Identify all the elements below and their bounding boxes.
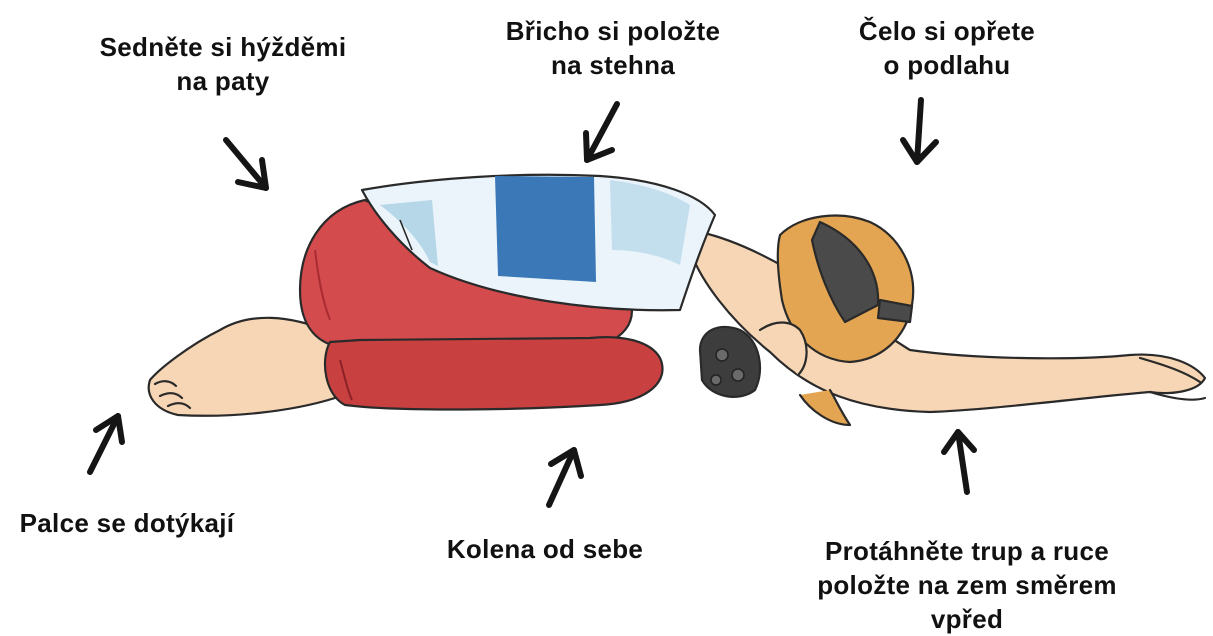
feet [149, 318, 335, 416]
arrow-up-right-icon [549, 450, 581, 505]
label-sit-on-heels: Sedněte si hýžděmi na paty [78, 30, 368, 98]
label-thumbs-touch: Palce se dotýkají [2, 506, 252, 540]
label-belly-on-thighs: Břicho si položte na stehna [478, 14, 748, 82]
label-knees-apart: Kolena od sebe [420, 532, 670, 566]
arms [690, 232, 1205, 412]
label-forehead-on-floor: Čelo si opřete o podlahu [832, 14, 1062, 82]
label-stretch-arms: Protáhněte trup a ruce položte na zem sm… [792, 534, 1142, 636]
arrow-down-left-icon [586, 104, 617, 160]
arrow-up-icon [944, 432, 974, 492]
arrow-down-right-icon [226, 140, 266, 188]
arrow-down-icon [903, 100, 936, 162]
arrow-up-right-icon [90, 416, 122, 472]
